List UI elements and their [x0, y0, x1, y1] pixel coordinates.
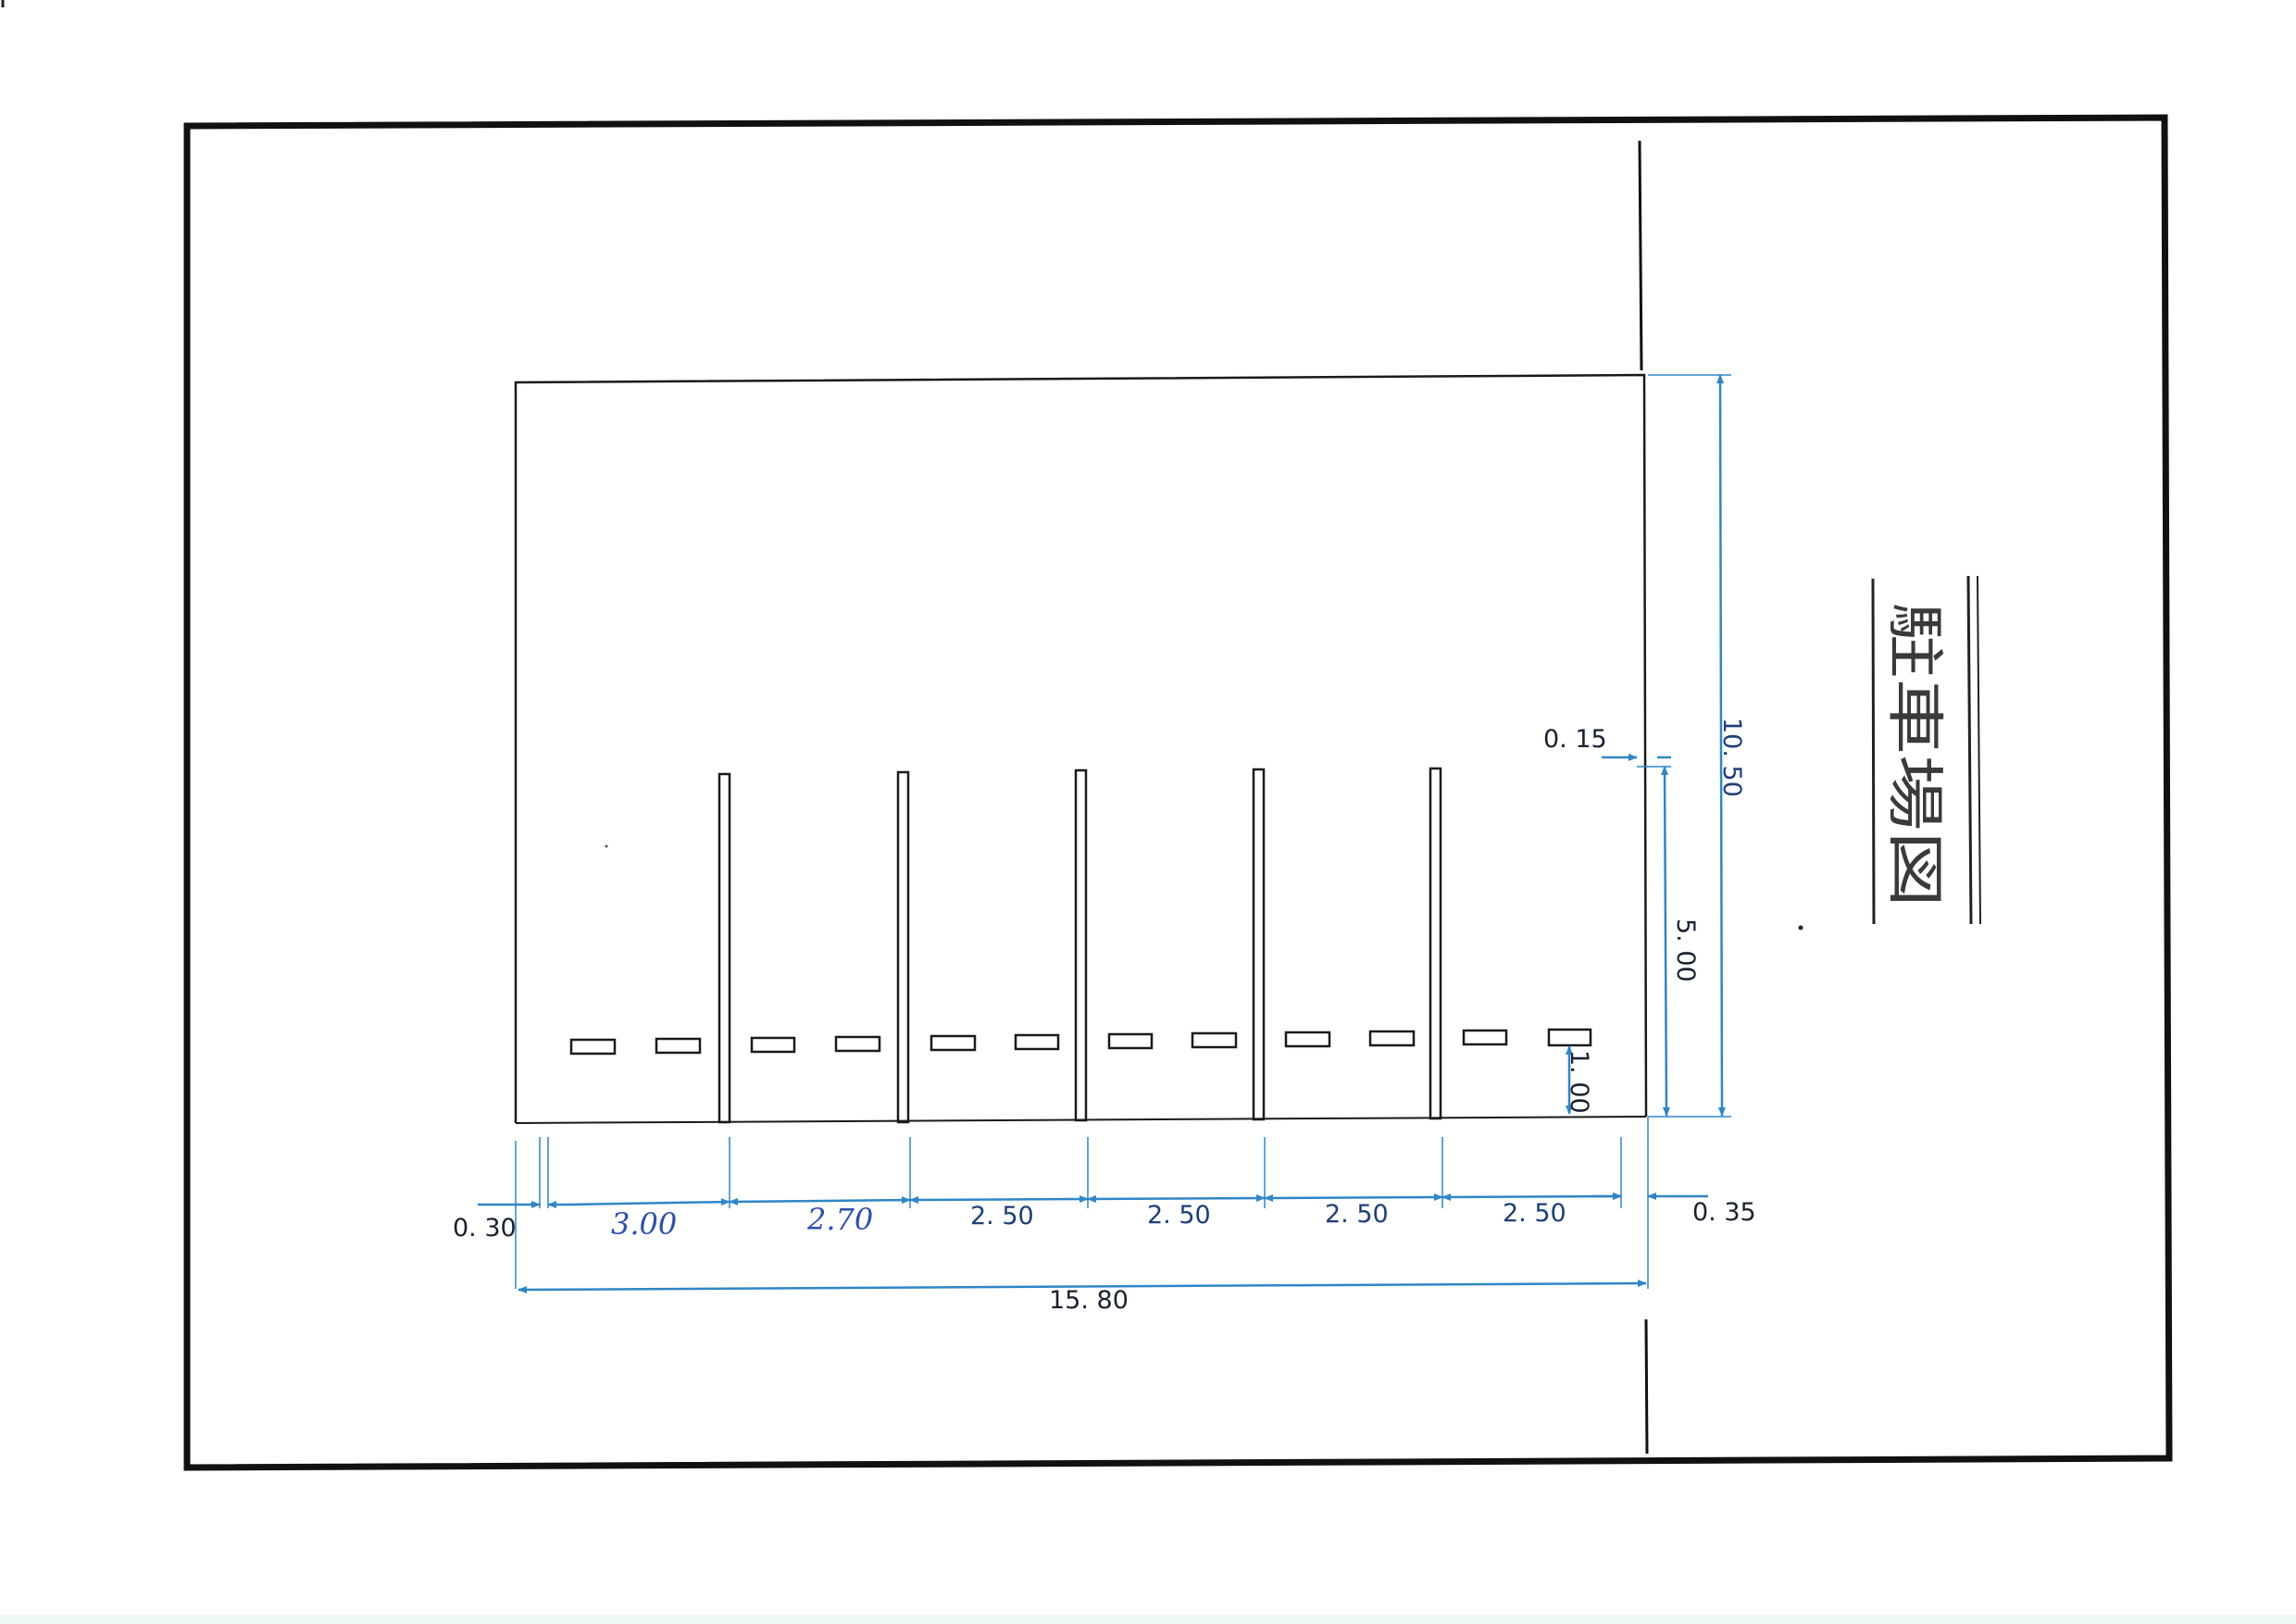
dim-bay-5 — [1264, 1193, 1443, 1202]
wheel-stop — [1368, 1030, 1416, 1047]
boundary-line-lower — [1644, 1318, 1649, 1455]
dim-total-depth — [1716, 374, 1726, 1117]
drawing-title: 駐車場図 — [1881, 602, 1949, 907]
wheel-stop — [1107, 1032, 1154, 1050]
dimension-chain — [478, 374, 1726, 1293]
divider-wall — [1252, 768, 1266, 1121]
scan-speck — [1798, 925, 1803, 931]
title-underline-3 — [1977, 575, 1981, 925]
dim-bay-1 — [569, 1198, 730, 1206]
scan-bottom-band — [0, 1615, 2296, 1624]
wheel-stop — [834, 1035, 881, 1053]
label-bay-5: 2. 50 — [1325, 1200, 1389, 1229]
divider-wall — [718, 772, 731, 1124]
wheel-stop — [1462, 1029, 1508, 1046]
label-total-depth: 10. 50 — [1717, 718, 1746, 797]
label-left-margin: 0. 30 — [453, 1214, 517, 1243]
wheel-stops — [569, 1028, 1592, 1056]
dim-bay-2 — [729, 1196, 911, 1206]
label-divider-length: 5. 00 — [1671, 918, 1700, 982]
label-bay-2: 2.70 — [806, 1202, 873, 1237]
divider-wall — [896, 770, 910, 1124]
wheel-stop — [655, 1037, 702, 1055]
drawing-frame — [183, 114, 2173, 1471]
wheel-stop — [569, 1038, 617, 1056]
divider-wall — [1074, 768, 1088, 1122]
dim-divider-length — [1661, 766, 1670, 1117]
divider-walls — [718, 767, 1442, 1124]
wheel-stop — [1191, 1031, 1238, 1049]
label-bay-3: 2. 50 — [970, 1202, 1034, 1230]
wheel-stop — [930, 1034, 977, 1052]
divider-wall — [1429, 767, 1442, 1120]
label-setback: 0. 15 — [1543, 725, 1607, 754]
dim-bay-4 — [1087, 1194, 1266, 1203]
dim-bay-6 — [1441, 1193, 1622, 1201]
label-total-width: 15. 80 — [1049, 1286, 1129, 1315]
title-underline-1 — [1871, 578, 1876, 925]
title-underline-2 — [1966, 575, 1973, 925]
wheel-stop — [750, 1036, 796, 1054]
label-right-margin: 0. 35 — [1692, 1198, 1756, 1227]
wheel-stop — [1547, 1028, 1592, 1047]
extension-lines — [515, 374, 1731, 1289]
dim-bay-3 — [909, 1195, 1089, 1204]
lot-outline — [514, 373, 1648, 1123]
wheel-stop — [1014, 1033, 1060, 1051]
label-bay-6: 2. 50 — [1503, 1199, 1566, 1228]
wheel-stop — [1284, 1031, 1331, 1048]
label-bay-1: 3.00 — [611, 1206, 677, 1242]
dim-total-width — [518, 1280, 1647, 1293]
scan-speck — [605, 844, 608, 848]
label-wheel-stop: 1. 00 — [1565, 1050, 1593, 1114]
label-bay-4: 2. 50 — [1147, 1201, 1211, 1230]
boundary-line-upper — [1638, 140, 1643, 371]
